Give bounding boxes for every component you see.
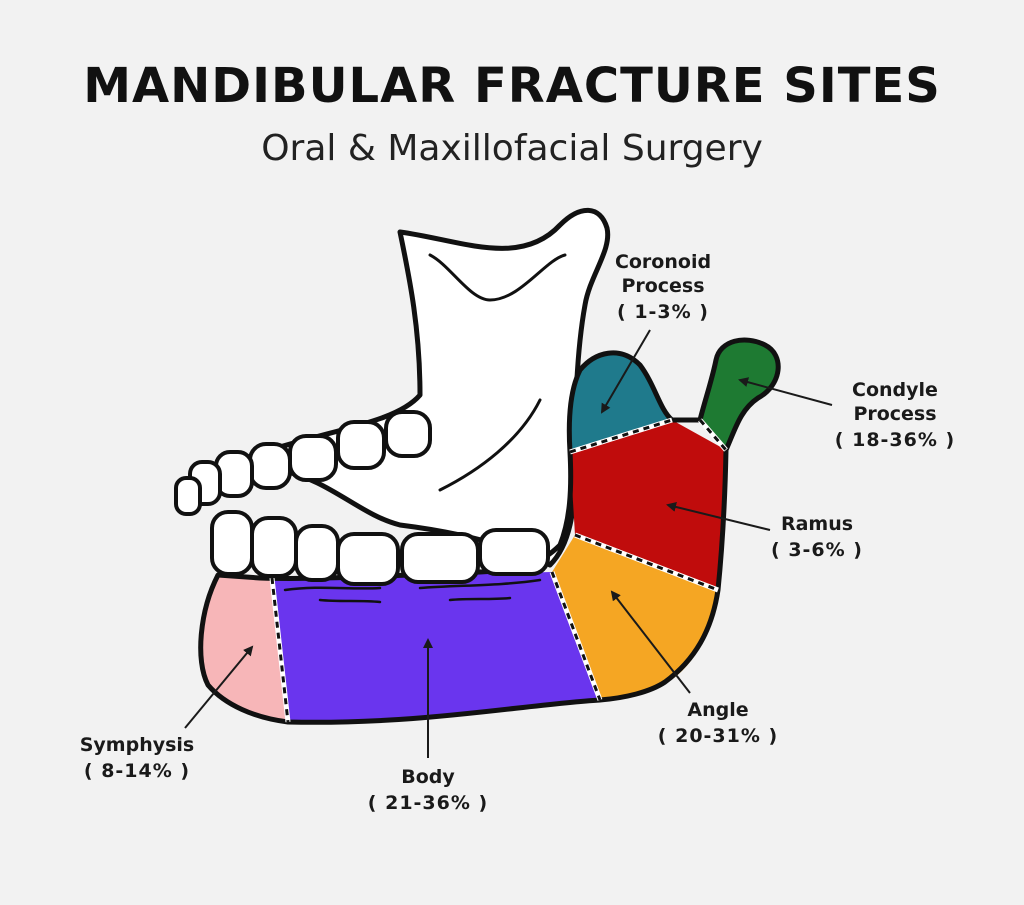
symphysis-percent: ( 8-14% ) [83,760,191,782]
gum-line [283,578,542,604]
maxilla-inner-line [428,253,567,492]
upper-teeth [174,410,432,516]
label-ramus: Ramus ( 3-6% ) [752,512,882,562]
label-condyle-process: Condyle Process ( 18-36% ) [820,378,970,452]
page-title: MANDIBULAR FRACTURE SITES [83,58,941,114]
angle-percent: ( 20-31% ) [657,725,779,747]
label-body: Body ( 21-36% ) [358,765,498,815]
page-subtitle: Oral & Maxillofacial Surgery [261,128,763,169]
coronoid-name-line1: Coronoid [614,251,712,273]
angle-name: Angle [687,699,749,721]
fracture-lines [269,417,728,723]
body-region [272,572,600,723]
coronoid-percent: ( 1-3% ) [617,301,709,323]
mandible-outline [198,337,781,725]
pointer-arrows [184,329,833,758]
label-coronoid-process: Coronoid Process ( 1-3% ) [598,250,728,324]
condyle-percent: ( 18-36% ) [834,429,956,451]
body-name: Body [401,766,455,788]
condyle-region [700,340,779,450]
ramus-name: Ramus [780,513,854,535]
label-angle: Angle ( 20-31% ) [648,698,788,748]
body-percent: ( 21-36% ) [367,792,489,814]
lower-teeth [210,510,550,586]
condyle-name-line1: Condyle [852,379,938,401]
maxilla-shape [187,207,611,568]
condyle-name-line2: Process [853,403,937,425]
ramus-percent: ( 3-6% ) [771,539,863,561]
coronoid-name-line2: Process [621,275,705,297]
label-symphysis: Symphysis ( 8-14% ) [62,733,212,783]
symphysis-name: Symphysis [79,734,195,756]
